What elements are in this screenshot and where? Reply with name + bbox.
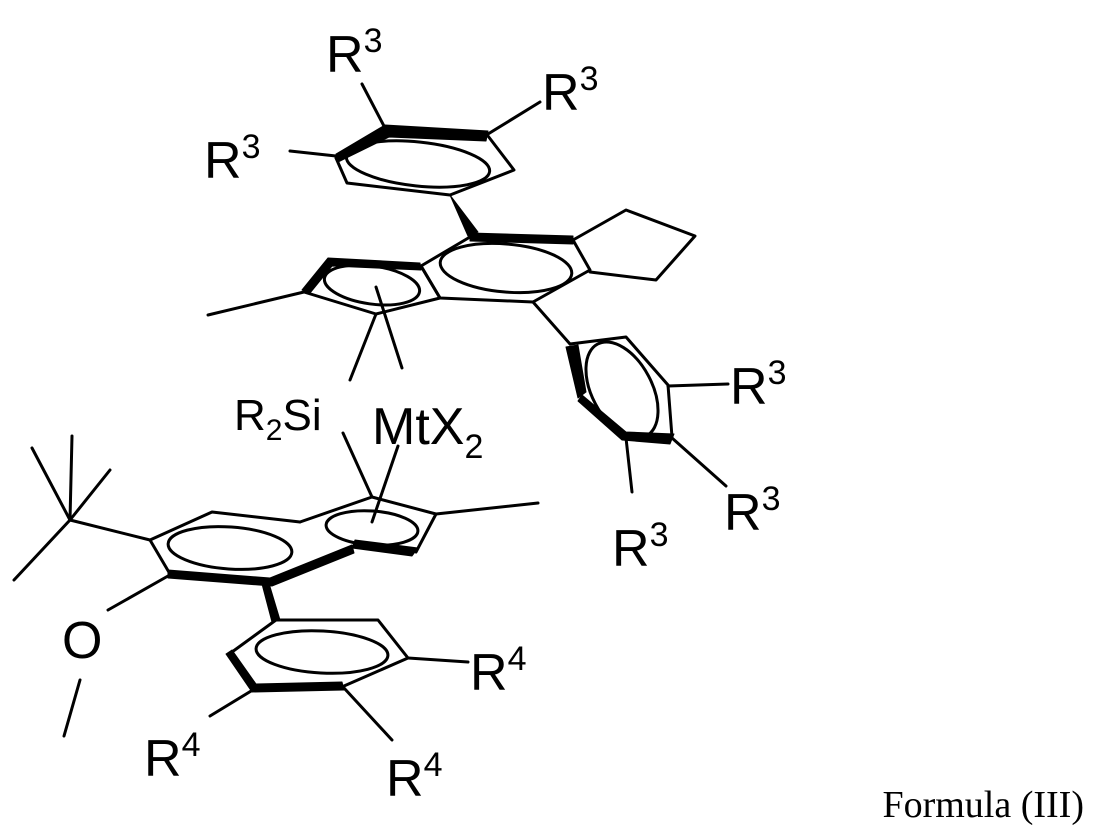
upper-indacenyl-ligand <box>208 210 695 380</box>
metal-center-label: MtX2 <box>372 398 483 466</box>
upper-aryl-front-edge <box>336 125 488 162</box>
r3-label-upper-left: R3 <box>204 128 260 190</box>
r3-label-right-upper: R3 <box>730 354 786 416</box>
r3-label-right-lower: R3 <box>724 480 780 542</box>
upper-aryl-ring <box>290 84 540 195</box>
r4-label-bottom: R4 <box>386 746 442 808</box>
oxygen-label: O <box>62 612 102 670</box>
lower-right-aryl-ring <box>533 302 728 492</box>
r3-label-top: R3 <box>326 22 382 84</box>
lower-aryl-ring <box>210 580 468 740</box>
formula-caption: Formula (III) <box>882 783 1084 827</box>
r4-label-left: R4 <box>144 726 200 788</box>
aryl-indacene-wedge <box>450 195 478 236</box>
silicon-bridge-label: R2Si <box>234 391 322 447</box>
si-lower-cp-bond <box>343 433 372 497</box>
r3-label-upper-right: R3 <box>542 60 598 122</box>
r3-label-right-bottom: R3 <box>612 516 668 578</box>
r4-label-right: R4 <box>470 640 526 702</box>
